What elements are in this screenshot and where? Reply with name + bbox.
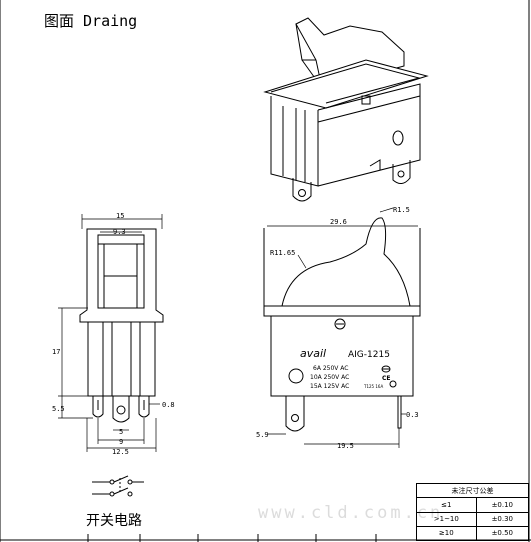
switch-circuit-symbol <box>92 475 144 497</box>
front-lower-housing <box>87 321 156 397</box>
side-indicator-circle <box>288 368 304 384</box>
side-view: 29.6 R1.5 R11.65 0.3 5.9 19.5 avail AIG-… <box>256 206 421 450</box>
dim-height: 17 <box>52 348 60 356</box>
dim-width-inner: 9.3 <box>113 228 126 236</box>
rating-2: 10A 250V AC <box>310 374 349 381</box>
front-pin-center <box>112 396 130 423</box>
tolerance-table: 未注尺寸公差 ≤1 ±0.10 >1~10 ±0.30 ≥10 ±0.50 <box>416 482 530 542</box>
dim-offset: 5.5 <box>52 405 65 413</box>
front-pin-right <box>138 396 150 418</box>
dim-radius-small: R1.5 <box>393 206 410 214</box>
table-row: >1~10 ±0.30 <box>416 511 530 527</box>
ul-icon <box>389 380 397 388</box>
table-row: ≤1 ±0.10 <box>416 497 530 513</box>
tolerance-header: 未注尺寸公差 <box>416 482 529 499</box>
drawing-title: 图面 Draing <box>44 12 138 30</box>
model-mark: AIG-1215 <box>348 350 390 360</box>
brand-mark: avail <box>300 347 326 360</box>
dim-pin-thickness: 0.8 <box>162 401 175 409</box>
dim-radius-large: R11.65 <box>270 249 295 257</box>
watermark: www.cld.com.cn <box>258 503 444 523</box>
dim-width-bottom: 12.5 <box>112 448 129 456</box>
side-terminal-left <box>285 396 305 432</box>
iso-terminal-left <box>292 178 312 202</box>
iso-housing-top <box>263 59 429 109</box>
rating-3: 15A 125V AC <box>310 383 349 390</box>
dim-pin-pitch: 5 <box>119 428 123 436</box>
table-row: ≥10 ±0.50 <box>416 525 530 542</box>
dim-width-top: 15 <box>116 212 124 220</box>
dim-terminal-offset: 5.9 <box>256 431 269 439</box>
temp-mark: T125 16A <box>363 384 383 389</box>
front-pin-left <box>92 396 104 418</box>
isometric-view <box>263 17 429 202</box>
dim-length: 29.6 <box>330 218 347 226</box>
side-body-top <box>263 305 421 317</box>
ce-icon: CE <box>382 375 391 382</box>
dim-terminal-thickness: 0.3 <box>406 411 419 419</box>
dim-terminal-pitch: 19.5 <box>337 442 354 450</box>
rating-1: 6A 250V AC <box>313 365 348 372</box>
iso-terminal-right <box>392 160 411 184</box>
side-terminal-right <box>397 395 402 429</box>
front-view: 15 9.3 17 5.5 0.8 5 9 12.5 <box>52 212 175 456</box>
dim-pin-span: 9 <box>119 438 123 446</box>
iso-housing-front <box>270 96 319 187</box>
side-rocker-dome <box>281 217 411 307</box>
circuit-label: 开关电路 <box>86 513 142 529</box>
